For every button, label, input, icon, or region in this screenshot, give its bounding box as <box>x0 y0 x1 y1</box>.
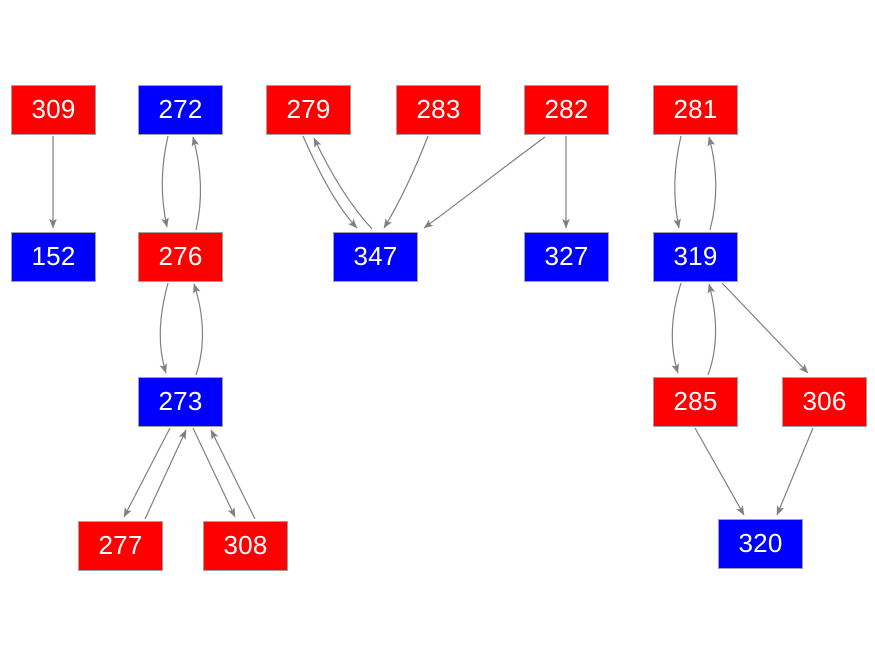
edge-279-to-347 <box>302 135 358 229</box>
graph-node-327[interactable]: 327 <box>524 232 609 282</box>
graph-node-281[interactable]: 281 <box>653 85 738 135</box>
graph-node-347[interactable]: 347 <box>333 232 418 282</box>
graph-node-308[interactable]: 308 <box>203 521 288 571</box>
graph-node-label: 282 <box>544 94 589 124</box>
edge-273-to-277 <box>123 427 171 518</box>
graph-node-label: 309 <box>31 94 76 124</box>
graph-node-label: 306 <box>802 386 847 416</box>
edge-285-to-320 <box>694 427 745 516</box>
graph-node-320[interactable]: 320 <box>718 519 803 569</box>
edge-273-to-276 <box>193 283 204 376</box>
graph-node-label: 320 <box>738 528 783 558</box>
graph-node-label: 152 <box>31 241 76 271</box>
edge-319-to-285 <box>671 282 682 374</box>
edges-group <box>49 135 814 520</box>
graph-node-label: 319 <box>673 241 718 271</box>
graph-node-label: 283 <box>416 94 461 124</box>
graph-node-277[interactable]: 277 <box>78 521 163 571</box>
edge-347-to-279 <box>313 137 373 230</box>
edge-285-to-319 <box>707 283 717 376</box>
edge-277-to-273 <box>144 429 187 520</box>
edge-306-to-320 <box>776 427 814 516</box>
graph-node-label: 276 <box>158 241 203 271</box>
edge-319-to-306 <box>721 282 809 374</box>
graph-node-272[interactable]: 272 <box>138 85 223 135</box>
graph-node-282[interactable]: 282 <box>524 85 609 135</box>
graph-node-285[interactable]: 285 <box>653 377 738 427</box>
graph-node-label: 277 <box>98 530 143 560</box>
edge-283-to-347 <box>383 135 429 229</box>
edge-308-to-273 <box>210 429 256 520</box>
edge-319-to-281 <box>707 136 717 231</box>
graph-node-306[interactable]: 306 <box>782 377 867 427</box>
graph-node-label: 281 <box>673 94 718 124</box>
graph-node-label: 273 <box>158 386 203 416</box>
graph-node-276[interactable]: 276 <box>138 232 223 282</box>
graph-node-label: 279 <box>286 94 331 124</box>
edge-276-to-273 <box>159 282 169 374</box>
graph-node-319[interactable]: 319 <box>653 232 738 282</box>
graph-node-label: 327 <box>544 241 589 271</box>
edge-273-to-308 <box>192 427 236 518</box>
edge-281-to-319 <box>673 135 682 229</box>
graph-node-279[interactable]: 279 <box>266 85 351 135</box>
graph-node-label: 308 <box>223 530 268 560</box>
graph-node-309[interactable]: 309 <box>11 85 96 135</box>
edge-272-to-276 <box>161 135 169 228</box>
edge-282-to-347 <box>423 136 546 229</box>
graph-node-label: 272 <box>158 94 203 124</box>
graph-node-152[interactable]: 152 <box>11 232 96 282</box>
graph-node-label: 347 <box>353 241 398 271</box>
edge-276-to-272 <box>191 136 202 231</box>
graph-node-283[interactable]: 283 <box>396 85 481 135</box>
graph-node-273[interactable]: 273 <box>138 377 223 427</box>
graph-node-label: 285 <box>673 386 718 416</box>
